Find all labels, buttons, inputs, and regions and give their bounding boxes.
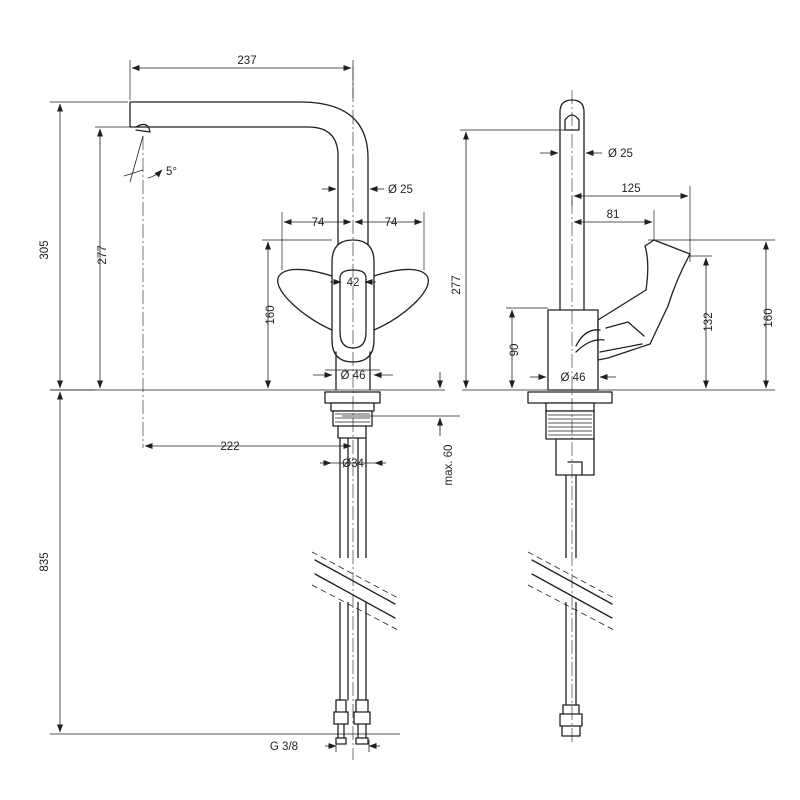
side-lever-arm	[597, 239, 691, 361]
side-dim-body-height: 90	[509, 344, 521, 357]
dim-spout-angle: 5°	[166, 166, 177, 178]
side-dim-spout-diameter: Ø 25	[608, 148, 633, 160]
front-lever	[339, 269, 367, 349]
dim-connection: G 3/8	[270, 741, 298, 753]
dim-max-thickness: max. 60	[443, 445, 455, 486]
dim-outlet-reach: 222	[220, 441, 239, 453]
front-aerator	[135, 123, 151, 133]
front-handle-right-wing	[373, 268, 429, 331]
side-dim-base-diameter: Ø 46	[561, 372, 586, 384]
front-break-dash	[311, 551, 399, 631]
front-shank-top	[332, 410, 373, 427]
dim-shank-diameter: Ø34	[342, 458, 364, 470]
front-shank-threads	[335, 413, 370, 423]
front-break-mask	[310, 558, 390, 602]
front-body-lower	[335, 351, 371, 391]
side-dim-lever-height: 132	[703, 312, 715, 331]
dim-hose-length: 835	[39, 552, 51, 571]
side-shank-body	[555, 438, 595, 476]
side-dim-spout-height: 277	[451, 275, 463, 294]
front-break-lines	[314, 559, 396, 619]
front-base-flange	[330, 402, 375, 412]
side-lever-detail	[575, 329, 605, 353]
dim-total-height: 305	[39, 240, 51, 259]
side-base-flange	[545, 402, 595, 412]
front-base-plate	[324, 391, 381, 404]
dim-spout-diameter: Ø 25	[388, 184, 413, 196]
side-spout-tip	[564, 114, 580, 131]
front-view: 237 305 277 5° Ø 25 74 74 42 160 Ø 46 22…	[39, 55, 460, 760]
side-break-dash	[527, 551, 615, 631]
front-handle-left-wing	[277, 268, 333, 331]
front-shank-small	[337, 425, 367, 439]
dim-handle-right: 74	[385, 217, 398, 229]
side-dim-handle-reach: 125	[621, 183, 640, 195]
dim-handle-width: 42	[347, 277, 360, 289]
dim-base-diameter: Ø 46	[341, 370, 366, 382]
dim-spout-height: 277	[97, 245, 109, 264]
dim-handle-height: 160	[265, 305, 277, 324]
side-shank-threads	[548, 414, 592, 436]
front-body	[331, 239, 375, 363]
side-dim-handle-height: 160	[763, 308, 775, 327]
front-spout	[129, 101, 369, 251]
side-dim-lever-reach: 81	[607, 209, 620, 221]
side-body	[547, 309, 599, 391]
front-hose-fittings	[333, 699, 371, 745]
side-hose-fitting	[559, 704, 583, 737]
side-view: Ø 25 125 81 277 90 132 160 Ø 46	[451, 90, 775, 745]
dim-handle-left: 74	[312, 217, 325, 229]
dim-spout-reach: 237	[237, 55, 256, 67]
side-base-plate	[527, 391, 613, 404]
side-shank-top	[545, 410, 595, 440]
side-lever-inner	[599, 321, 645, 353]
